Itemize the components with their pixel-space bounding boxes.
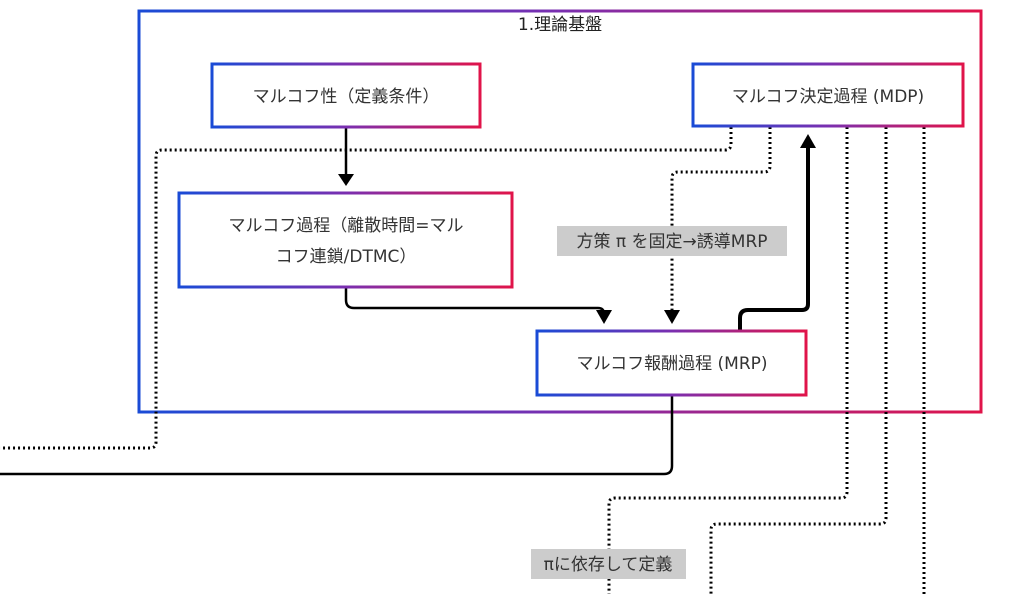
edge-label-text: 方策 π を固定→誘導MRP xyxy=(576,232,767,252)
edge-mrp-to-left[interactable] xyxy=(0,396,674,476)
edge-label-text: πに依存して定義 xyxy=(544,555,673,575)
edge-label-depends-on-pi: πに依存して定義 xyxy=(531,549,686,579)
arrowhead-mdp-to-mrp-policy xyxy=(664,310,680,324)
node-box xyxy=(177,191,514,289)
node-mdp[interactable]: マルコフ決定過程 (MDP) xyxy=(691,62,965,128)
node-label: マルコフ報酬過程 (MRP) xyxy=(576,354,767,374)
node-label: マルコフ決定過程 (MDP) xyxy=(732,87,924,107)
group-title: 1.理論基盤 xyxy=(518,15,602,35)
node-box xyxy=(535,329,808,397)
edges xyxy=(0,127,926,594)
edge-label-policy-fixed: 方策 π を固定→誘導MRP xyxy=(557,226,787,256)
node-box xyxy=(210,62,482,129)
arrowhead-property-to-process xyxy=(338,174,354,186)
edge-process-to-mrp[interactable] xyxy=(344,288,606,316)
edge-mdp-to-bottom-2[interactable] xyxy=(709,127,888,594)
node-label-line2: コフ連鎖/DTMC） xyxy=(276,247,417,267)
group-frame xyxy=(137,9,983,414)
node-markov-property[interactable]: マルコフ性（定義条件） xyxy=(210,62,482,129)
edge-mrp-to-mdp[interactable] xyxy=(738,148,810,330)
node-mrp[interactable]: マルコフ報酬過程 (MRP) xyxy=(535,329,808,397)
node-markov-process[interactable]: マルコフ過程（離散時間=マル コフ連鎖/DTMC） xyxy=(177,191,514,289)
edge-label-bg xyxy=(531,549,686,579)
edge-label-bg xyxy=(557,226,787,256)
group-theoretical-foundation: 1.理論基盤 xyxy=(137,9,983,414)
node-box xyxy=(691,62,965,128)
edge-mdp-to-mrp-policy[interactable] xyxy=(670,127,772,310)
edge-mdp-to-left[interactable] xyxy=(0,127,733,450)
arrowhead-mrp-to-mdp xyxy=(800,134,816,148)
node-label: マルコフ性（定義条件） xyxy=(253,87,440,107)
node-label-line1: マルコフ過程（離散時間=マル xyxy=(229,216,464,236)
arrowhead-process-to-mrp xyxy=(596,310,612,324)
